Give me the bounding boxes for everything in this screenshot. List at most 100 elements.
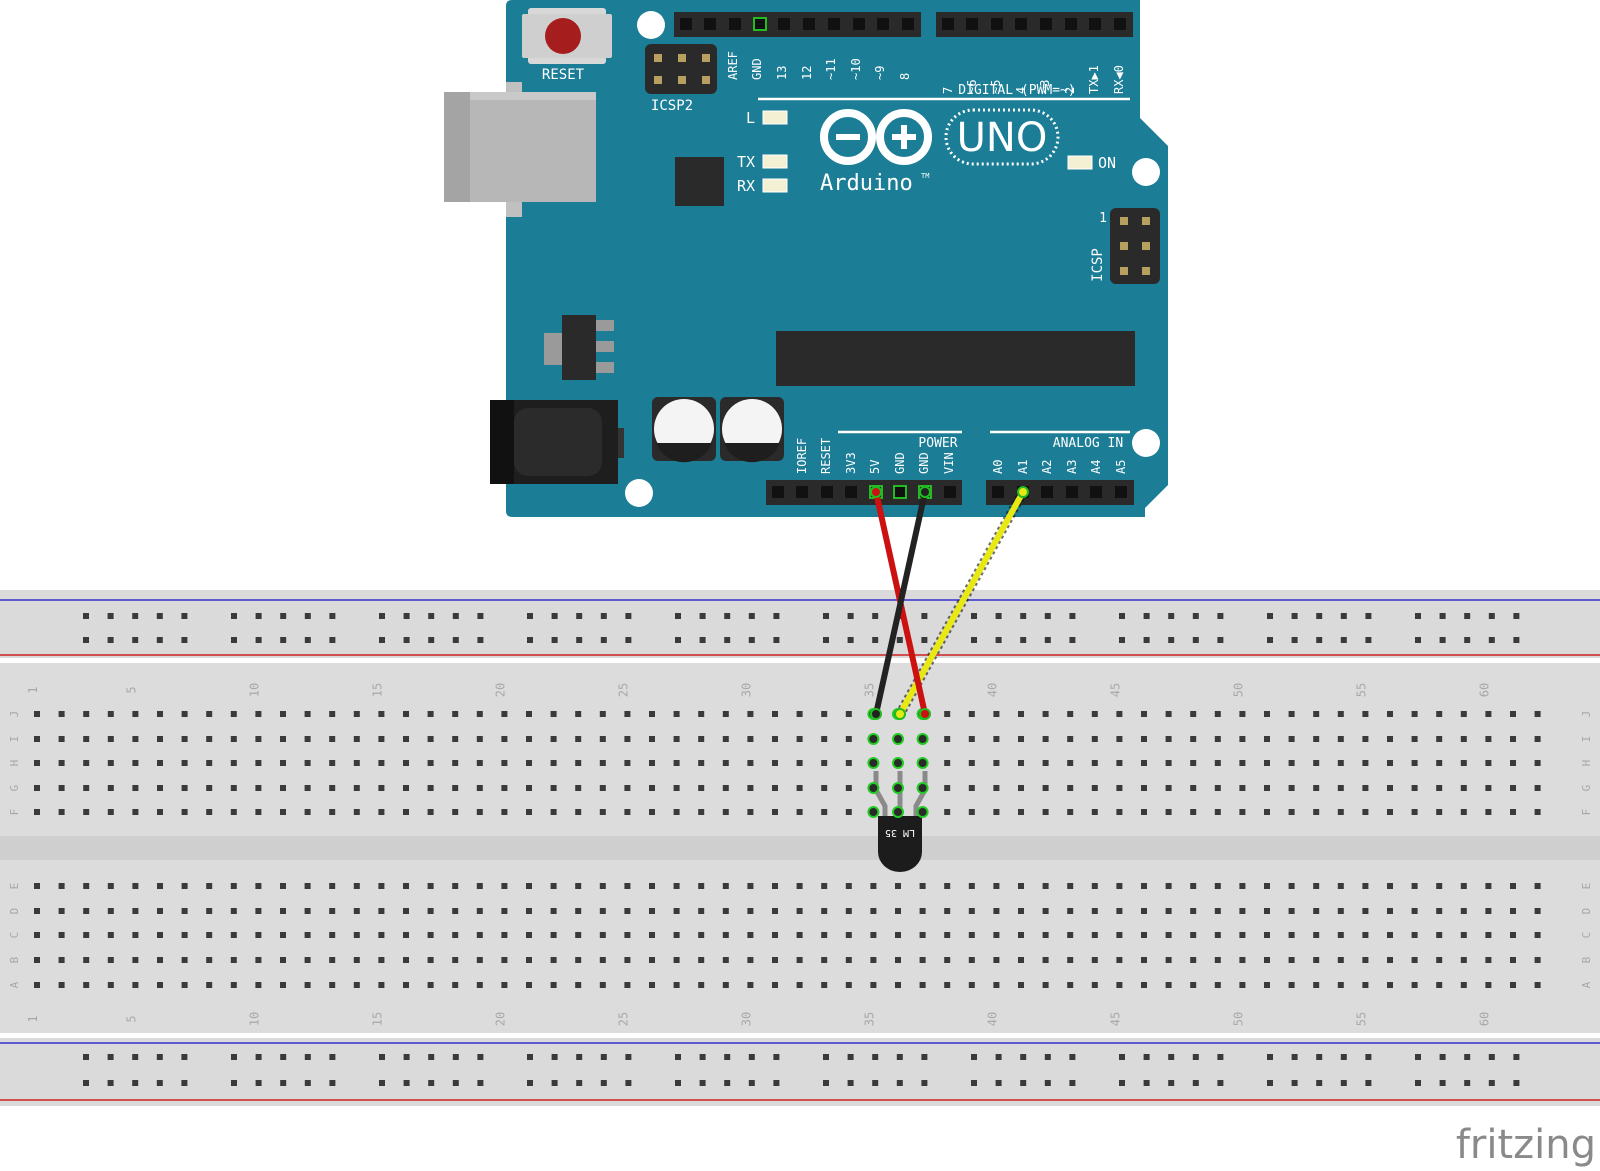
rail-hole[interactable] [181, 1054, 188, 1060]
breadboard-hole[interactable] [353, 736, 360, 742]
breadboard-hole[interactable] [1387, 883, 1393, 889]
breadboard-hole[interactable] [772, 932, 778, 938]
breadboard-hole[interactable] [132, 809, 139, 815]
breadboard-hole[interactable] [1116, 908, 1123, 914]
breadboard-hole[interactable] [575, 785, 582, 791]
breadboard-hole[interactable] [1264, 932, 1270, 938]
rail-hole[interactable] [403, 1080, 410, 1086]
breadboard-hole[interactable] [895, 957, 901, 963]
breadboard-hole[interactable] [1067, 932, 1074, 938]
rail-hole[interactable] [1143, 613, 1150, 619]
breadboard-hole[interactable] [476, 957, 483, 963]
rail-hole[interactable] [403, 613, 410, 619]
digital-pin[interactable] [828, 18, 840, 30]
breadboard-hole[interactable] [427, 809, 434, 815]
breadboard-hole[interactable] [427, 785, 434, 791]
breadboard-hole[interactable] [280, 760, 286, 766]
breadboard-hole[interactable] [1067, 760, 1074, 766]
breadboard-hole[interactable] [58, 883, 65, 889]
breadboard-hole[interactable] [58, 760, 65, 766]
breadboard-hole[interactable] [403, 883, 409, 889]
breadboard-hole[interactable] [1460, 957, 1467, 963]
breadboard-hole[interactable] [107, 982, 114, 988]
breadboard-hole[interactable] [968, 736, 975, 742]
breadboard-hole[interactable] [944, 957, 951, 963]
rail-hole[interactable] [156, 1054, 163, 1060]
analog-pin[interactable] [1115, 486, 1127, 498]
breadboard-hole[interactable] [1460, 736, 1467, 742]
breadboard-hole[interactable] [181, 809, 188, 815]
breadboard-hole[interactable] [83, 932, 90, 938]
breadboard-hole[interactable] [58, 736, 65, 742]
breadboard-hole[interactable] [476, 736, 483, 742]
power-pin[interactable] [821, 486, 833, 498]
breadboard-hole[interactable] [919, 908, 926, 914]
breadboard-hole[interactable] [353, 883, 360, 889]
breadboard-hole[interactable] [1510, 932, 1516, 938]
rail-hole[interactable] [304, 613, 311, 619]
breadboard-hole[interactable] [1141, 711, 1147, 717]
breadboard-hole[interactable] [845, 760, 852, 766]
rail-hole[interactable] [255, 1080, 262, 1086]
digital-pin[interactable] [877, 18, 889, 30]
breadboard-hole[interactable] [944, 711, 951, 717]
breadboard-hole[interactable] [993, 809, 1000, 815]
breadboard-hole[interactable] [1387, 932, 1393, 938]
breadboard-hole[interactable] [1288, 711, 1295, 717]
rail-hole[interactable] [1143, 1080, 1150, 1086]
breadboard-hole[interactable] [206, 982, 213, 988]
breadboard-hole[interactable] [1264, 883, 1270, 889]
breadboard-hole[interactable] [34, 809, 40, 815]
rail-hole[interactable] [1488, 1080, 1495, 1086]
breadboard-hole[interactable] [1337, 711, 1344, 717]
rail-hole[interactable] [1415, 637, 1421, 643]
breadboard-hole[interactable] [1362, 982, 1369, 988]
breadboard-hole[interactable] [649, 809, 655, 815]
breadboard-hole[interactable] [1485, 908, 1492, 914]
rail-hole[interactable] [995, 613, 1002, 619]
breadboard-hole[interactable] [624, 908, 631, 914]
rail-hole[interactable] [1069, 1054, 1076, 1060]
breadboard-hole[interactable] [1018, 711, 1024, 717]
breadboard-hole[interactable] [1042, 883, 1049, 889]
breadboard-hole[interactable] [1018, 908, 1024, 914]
breadboard-hole[interactable] [1116, 883, 1123, 889]
rail-hole[interactable] [872, 1054, 879, 1060]
rail-hole[interactable] [527, 637, 533, 643]
breadboard-hole[interactable] [1460, 711, 1467, 717]
breadboard-hole[interactable] [107, 711, 114, 717]
breadboard-hole[interactable] [353, 711, 360, 717]
breadboard-hole[interactable] [526, 908, 532, 914]
breadboard-hole[interactable] [944, 982, 951, 988]
breadboard-hole[interactable] [280, 711, 286, 717]
breadboard-hole[interactable] [329, 932, 336, 938]
rail-hole[interactable] [132, 613, 139, 619]
breadboard-hole[interactable] [280, 736, 286, 742]
breadboard-hole[interactable] [1042, 760, 1049, 766]
breadboard-hole[interactable] [1485, 711, 1492, 717]
breadboard-hole[interactable] [1510, 982, 1516, 988]
breadboard-hole[interactable] [280, 785, 286, 791]
breadboard-hole[interactable] [1534, 883, 1541, 889]
breadboard-hole[interactable] [944, 736, 951, 742]
rail-hole[interactable] [699, 1054, 706, 1060]
black-wire[interactable] [873, 489, 928, 717]
breadboard-hole[interactable] [1411, 785, 1418, 791]
breadboard-hole[interactable] [1510, 785, 1516, 791]
breadboard-hole[interactable] [919, 932, 926, 938]
breadboard-hole[interactable] [1337, 957, 1344, 963]
breadboard-hole[interactable] [181, 785, 188, 791]
breadboard-hole[interactable] [550, 711, 557, 717]
breadboard-hole[interactable] [255, 932, 262, 938]
breadboard-hole[interactable] [747, 883, 754, 889]
breadboard-hole[interactable] [1313, 711, 1320, 717]
rail-hole[interactable] [896, 1080, 903, 1086]
breadboard-hole[interactable] [501, 785, 508, 791]
breadboard-hole[interactable] [1116, 785, 1123, 791]
rail-hole[interactable] [1217, 1054, 1224, 1060]
breadboard-hole[interactable] [157, 932, 163, 938]
breadboard-hole[interactable] [1091, 736, 1098, 742]
breadboard-hole[interactable] [1313, 809, 1320, 815]
breadboard-hole[interactable] [1190, 809, 1197, 815]
breadboard-hole[interactable] [772, 809, 778, 815]
